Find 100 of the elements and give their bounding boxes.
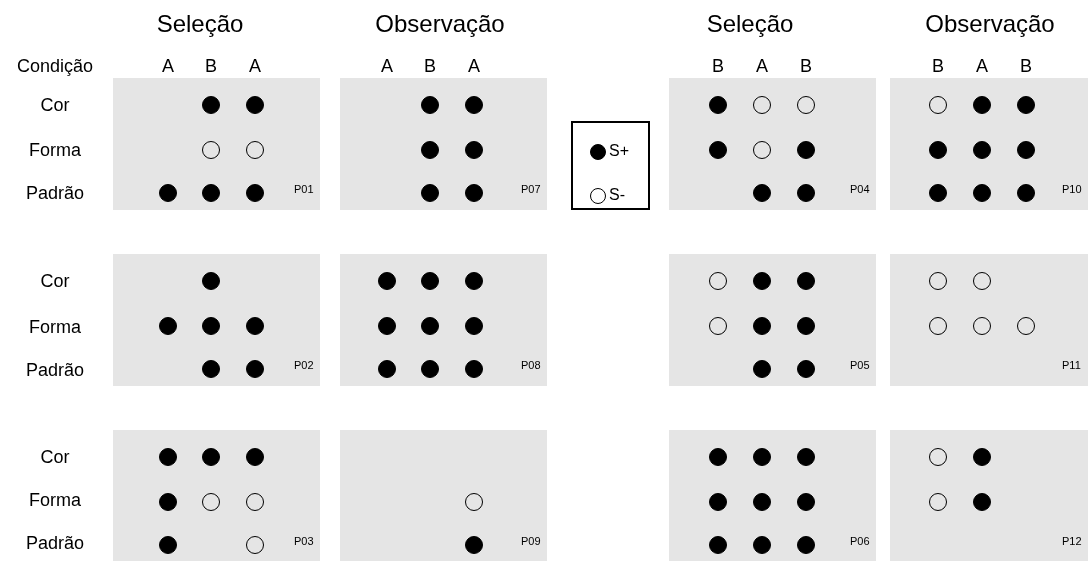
filled-dot	[797, 141, 815, 159]
panel-background	[113, 78, 320, 210]
heading: Observação	[375, 10, 505, 38]
panel-id: P05	[850, 359, 870, 371]
filled-dot	[753, 184, 771, 202]
filled-dot	[202, 96, 220, 114]
panel-id: P12	[1062, 535, 1082, 547]
filled-dot	[709, 141, 727, 159]
filled-dot	[1017, 96, 1035, 114]
panel-background	[340, 254, 547, 386]
row-label: Forma	[29, 316, 81, 338]
panel-id: P07	[521, 183, 541, 195]
filled-dot	[753, 360, 771, 378]
filled-dot	[797, 317, 815, 335]
panel-id: P02	[294, 359, 314, 371]
filled-dot	[421, 96, 439, 114]
panel-background	[669, 254, 876, 386]
filled-dot	[973, 448, 991, 466]
filled-dot	[202, 272, 220, 290]
filled-dot	[202, 184, 220, 202]
filled-dot	[1017, 184, 1035, 202]
filled-dot	[159, 184, 177, 202]
column-label: B	[800, 55, 812, 77]
column-label: A	[249, 55, 261, 77]
legend-label: S+	[609, 142, 629, 160]
filled-dot	[421, 272, 439, 290]
panel-id: P03	[294, 535, 314, 547]
row-label: Cor	[40, 446, 70, 468]
heading: Seleção	[706, 10, 794, 38]
panel-id: P06	[850, 535, 870, 547]
filled-dot	[465, 536, 483, 554]
filled-dot	[246, 360, 264, 378]
column-label: A	[468, 55, 480, 77]
filled-dot	[929, 184, 947, 202]
panel-id: P10	[1062, 183, 1082, 195]
filled-dot	[202, 448, 220, 466]
panel-background	[669, 78, 876, 210]
filled-dot	[246, 317, 264, 335]
filled-dot	[973, 96, 991, 114]
column-label: A	[976, 55, 988, 77]
filled-dot	[465, 96, 483, 114]
filled-dot	[753, 317, 771, 335]
filled-dot	[797, 184, 815, 202]
row-header: Condição	[16, 55, 94, 77]
column-label: B	[424, 55, 436, 77]
row-label: Padrão	[26, 359, 84, 381]
filled-dot	[797, 272, 815, 290]
panel-id: P01	[294, 183, 314, 195]
panel-background	[669, 430, 876, 561]
filled-dot	[1017, 141, 1035, 159]
column-label: A	[381, 55, 393, 77]
panel-background	[890, 78, 1088, 210]
row-label: Padrão	[26, 532, 84, 554]
filled-dot	[753, 448, 771, 466]
filled-dot	[202, 317, 220, 335]
filled-dot	[709, 493, 727, 511]
filled-dot	[465, 360, 483, 378]
column-label: A	[162, 55, 174, 77]
filled-dot	[973, 141, 991, 159]
filled-dot	[246, 184, 264, 202]
panel-id: P08	[521, 359, 541, 371]
row-label: Cor	[40, 94, 70, 116]
filled-dot	[421, 141, 439, 159]
panel-background	[113, 254, 320, 386]
column-label: B	[932, 55, 944, 77]
filled-dot	[797, 448, 815, 466]
filled-dot	[159, 317, 177, 335]
filled-dot	[246, 448, 264, 466]
row-label: Padrão	[26, 182, 84, 204]
filled-dot	[378, 360, 396, 378]
filled-dot	[421, 184, 439, 202]
filled-dot	[465, 184, 483, 202]
filled-dot	[246, 96, 264, 114]
filled-dot	[378, 317, 396, 335]
filled-dot	[159, 536, 177, 554]
panel-background	[340, 78, 547, 210]
panel-id: P09	[521, 535, 541, 547]
filled-dot	[797, 493, 815, 511]
heading: Observação	[925, 10, 1055, 38]
filled-dot	[709, 96, 727, 114]
legend-label: S-	[609, 186, 625, 204]
heading: Seleção	[156, 10, 244, 38]
panel-background	[340, 430, 547, 561]
filled-dot	[709, 448, 727, 466]
filled-dot	[797, 536, 815, 554]
column-label: B	[1020, 55, 1032, 77]
filled-dot	[753, 493, 771, 511]
filled-dot	[797, 360, 815, 378]
panel-background	[890, 430, 1088, 561]
filled-dot	[709, 536, 727, 554]
filled-dot	[753, 272, 771, 290]
row-label: Cor	[40, 270, 70, 292]
filled-dot	[465, 141, 483, 159]
filled-dot	[973, 493, 991, 511]
filled-dot	[159, 493, 177, 511]
column-label: B	[712, 55, 724, 77]
filled-dot	[929, 141, 947, 159]
filled-dot	[753, 536, 771, 554]
filled-dot	[465, 272, 483, 290]
panel-background	[113, 430, 320, 561]
